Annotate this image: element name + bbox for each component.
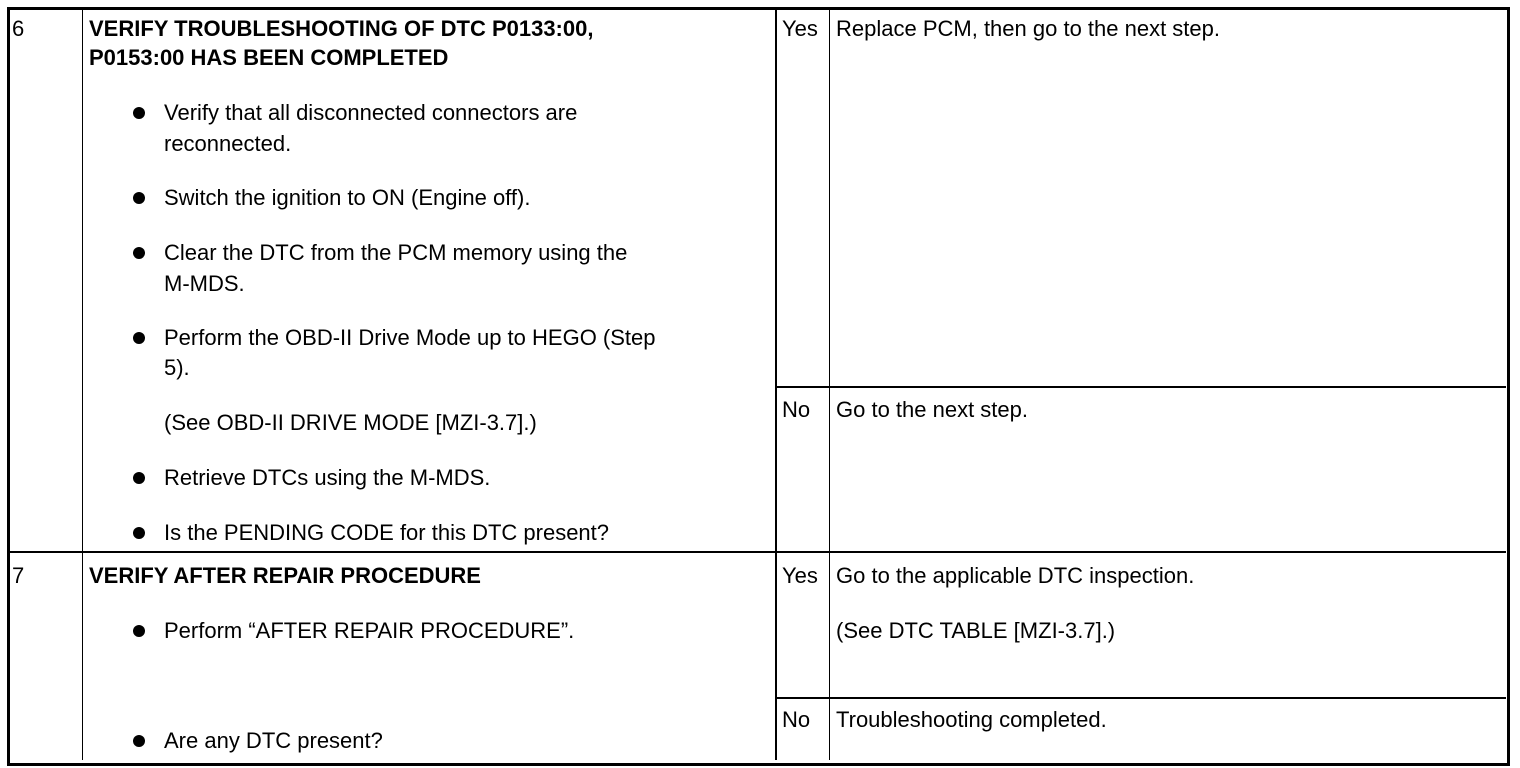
reference-note: (See OBD-II DRIVE MODE [MZI-3.7].): [164, 410, 537, 435]
row-divider-step6-step7: [8, 551, 1506, 553]
bullet-icon: [133, 625, 145, 637]
answer-yes-label: Yes: [782, 16, 818, 41]
bullet-icon: [133, 107, 145, 119]
instruction-item-continued: reconnected.: [164, 131, 292, 156]
column-divider-step: [82, 8, 83, 760]
step-number: 7: [12, 563, 25, 588]
step-number: 6: [12, 16, 25, 41]
bullet-icon: [133, 192, 145, 204]
instruction-item: Clear the DTC from the PCM memory using …: [164, 240, 628, 265]
instruction-item: Perform “AFTER REPAIR PROCEDURE”.: [164, 618, 575, 643]
answer-no-label: No: [782, 397, 811, 422]
procedure-table: [7, 7, 1510, 766]
bullet-icon: [133, 472, 145, 484]
answer-yes-label: Yes: [782, 563, 818, 588]
bullet-icon: [133, 247, 145, 259]
step-title: VERIFY AFTER REPAIR PROCEDURE: [89, 563, 481, 588]
bullet-icon: [133, 332, 145, 344]
instruction-item-continued: 5).: [164, 355, 190, 380]
step-title-continued: P0153:00 HAS BEEN COMPLETED: [89, 45, 449, 70]
column-divider-action: [775, 8, 777, 760]
instruction-item: Verify that all disconnected connectors …: [164, 100, 578, 125]
answer-no-action: Go to the next step.: [836, 397, 1029, 422]
row-divider-step6-yes-no: [776, 386, 1506, 388]
bullet-icon: [133, 735, 145, 747]
bullet-icon: [133, 527, 145, 539]
answer-yes-action: Go to the applicable DTC inspection.: [836, 563, 1195, 588]
instruction-item: Perform the OBD-II Drive Mode up to HEGO…: [164, 325, 656, 350]
answer-yes-action: Replace PCM, then go to the next step.: [836, 16, 1221, 41]
instruction-item: Retrieve DTCs using the M-MDS.: [164, 465, 491, 490]
answer-no-action: Troubleshooting completed.: [836, 707, 1107, 732]
column-divider-answer: [829, 8, 830, 760]
row-divider-step7-yes-no: [776, 697, 1506, 699]
inspection-question: Is the PENDING CODE for this DTC present…: [164, 520, 610, 545]
instruction-item: Switch the ignition to ON (Engine off).: [164, 185, 531, 210]
inspection-question: Are any DTC present?: [164, 728, 383, 753]
answer-yes-reference: (See DTC TABLE [MZI-3.7].): [836, 618, 1116, 643]
instruction-item-continued: M-MDS.: [164, 271, 245, 296]
answer-no-label: No: [782, 707, 811, 732]
step-title: VERIFY TROUBLESHOOTING OF DTC P0133:00,: [89, 16, 594, 41]
